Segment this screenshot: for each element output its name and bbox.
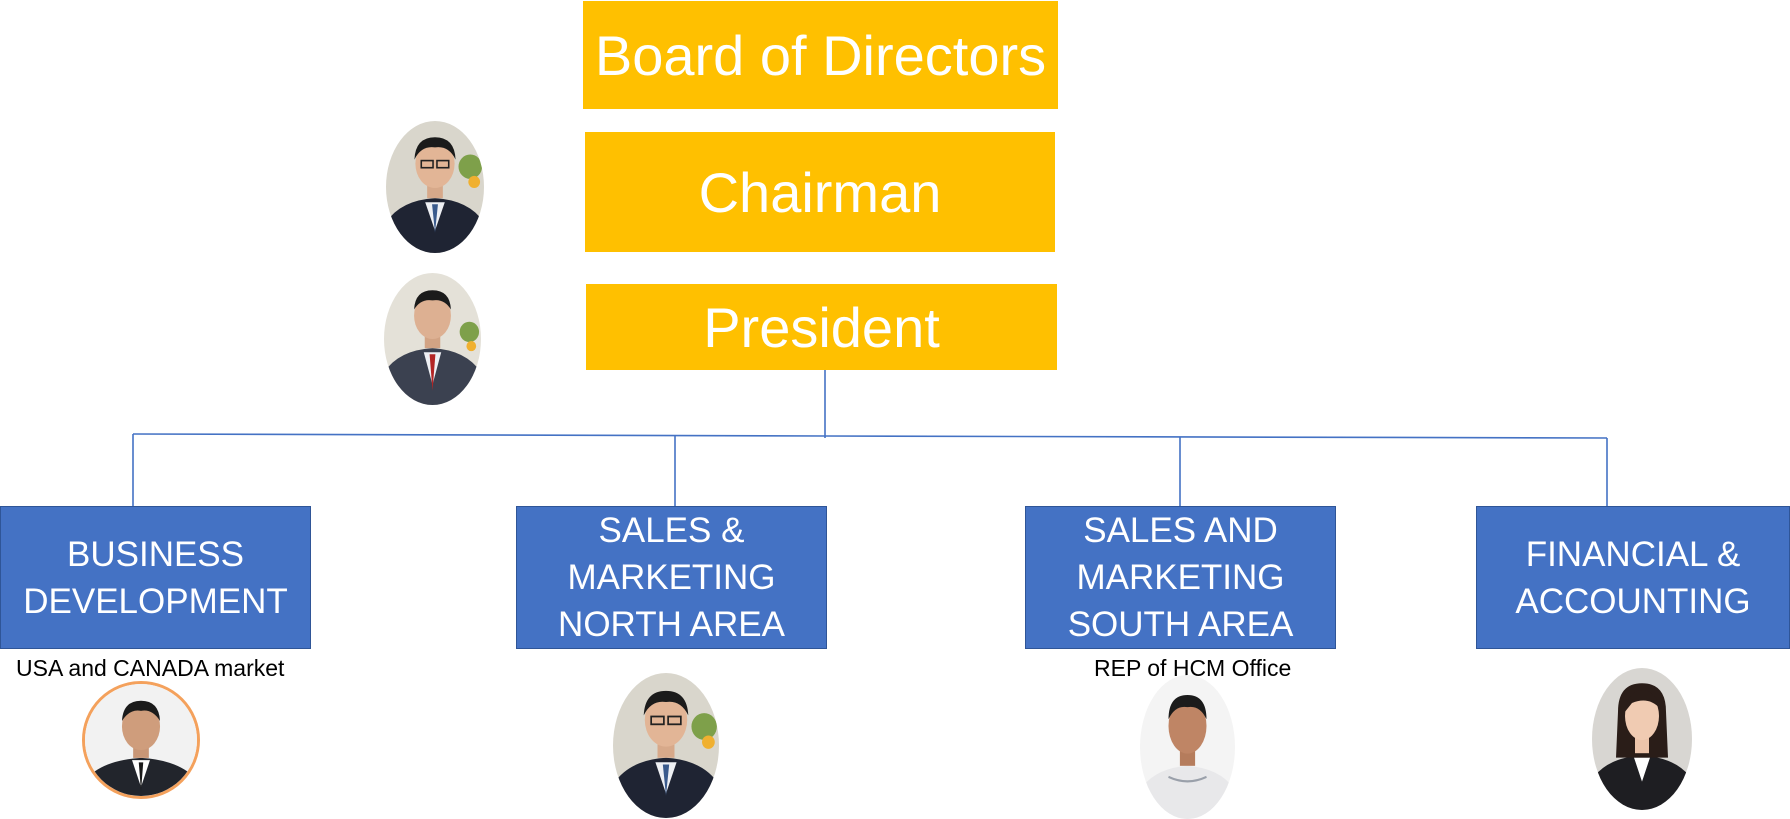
business-development-caption: USA and CANADA market	[16, 655, 285, 681]
sales-marketing-south-box: SALES AND MARKETING SOUTH AREA	[1025, 506, 1336, 649]
president-portrait	[384, 273, 481, 405]
sales-marketing-south-label: SALES AND MARKETING SOUTH AREA	[1067, 511, 1294, 644]
financial-accounting-label: FINANCIAL & ACCOUNTING	[1515, 534, 1751, 621]
sales-marketing-north-label: SALES & MARKETING NORTH AREA	[558, 511, 785, 644]
chairman-label: Chairman	[698, 160, 942, 224]
business-development-label: BUSINESS DEVELOPMENT	[23, 534, 288, 621]
president-box: President	[586, 284, 1057, 370]
financial-accounting-box: FINANCIAL & ACCOUNTING	[1476, 506, 1790, 649]
chairman-portrait	[386, 121, 484, 253]
business-development-box: BUSINESS DEVELOPMENT	[0, 506, 311, 649]
sales-north-portrait	[613, 673, 719, 818]
business-development-portrait	[82, 681, 200, 799]
financial-portrait	[1592, 668, 1692, 810]
sales-south-portrait	[1140, 675, 1235, 819]
sales-marketing-north-box: SALES & MARKETING NORTH AREA	[516, 506, 827, 649]
chairman-box: Chairman	[585, 132, 1055, 252]
board-of-directors-label: Board of Directors	[594, 23, 1047, 87]
connector-horizontal-bus	[132, 433, 1608, 439]
president-label: President	[703, 295, 940, 359]
board-of-directors-box: Board of Directors	[583, 1, 1058, 109]
